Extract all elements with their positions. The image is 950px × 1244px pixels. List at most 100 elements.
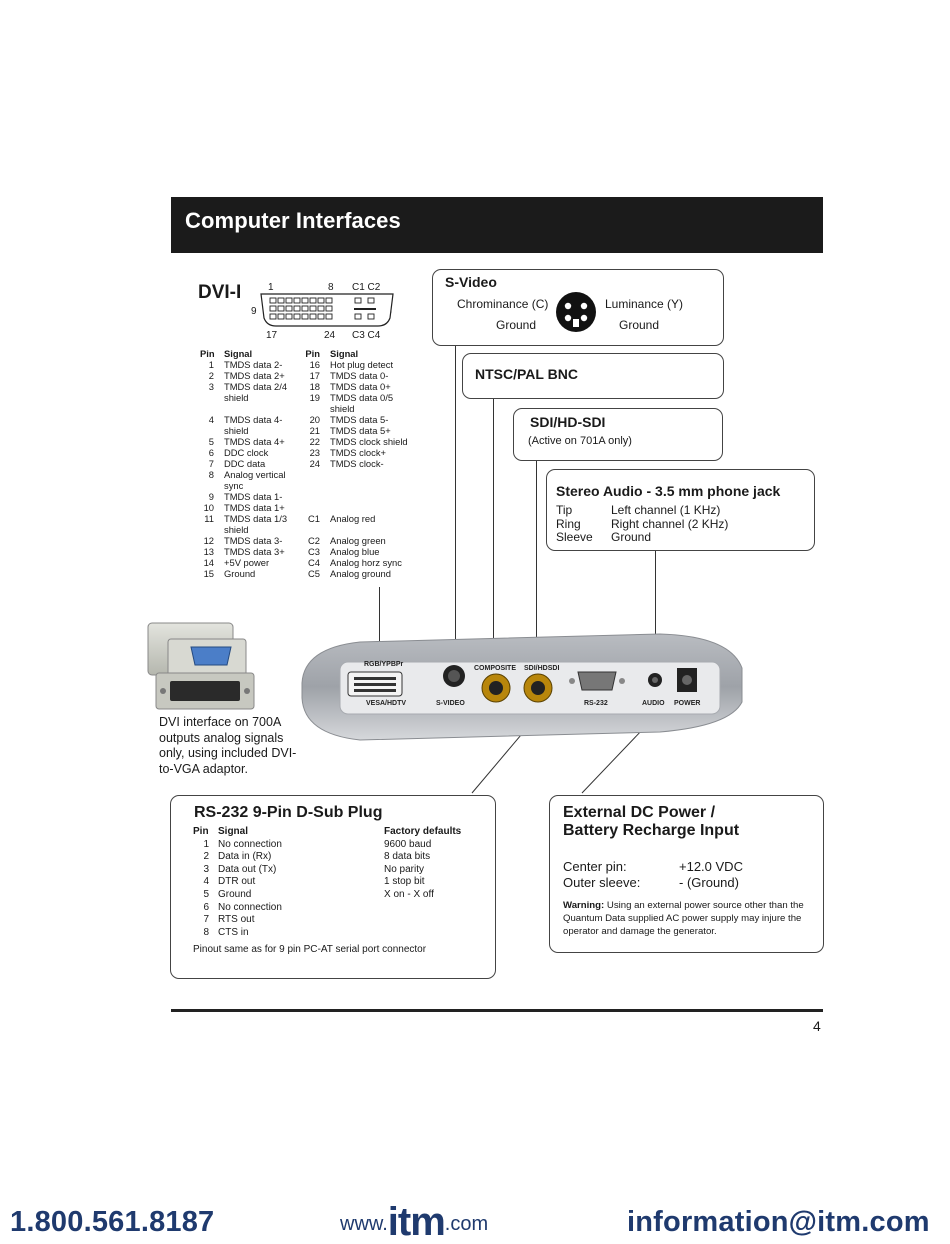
table-header: Pin	[193, 826, 209, 837]
table-cell: 5	[203, 888, 209, 900]
bnc-title: NTSC/PAL BNC	[475, 366, 578, 382]
dvi-pin-label: 17	[266, 330, 278, 341]
dvi-pin-label: 8	[328, 282, 334, 293]
footer-phone: 1.800.561.8187	[10, 1206, 215, 1238]
table-row: Center pin:+12.0 VDC	[563, 859, 743, 875]
table-cell: DDC data	[224, 458, 266, 469]
power-title: External DC Power / Battery Recharge Inp…	[563, 804, 739, 840]
leader-line-sdi	[536, 461, 537, 674]
footer-email[interactable]: information@itm.com	[627, 1206, 930, 1238]
table-cell: 4	[208, 414, 214, 425]
table-cell: TMDS data 1/3	[224, 513, 288, 524]
device-label-audio: AUDIO	[642, 700, 665, 707]
table-cell: Data in (Rx)	[218, 851, 272, 863]
rs232-title: RS-232 9-Pin D-Sub Plug	[194, 804, 383, 821]
bnc-box: NTSC/PAL BNC	[462, 353, 724, 399]
table-cell: shield	[224, 425, 249, 436]
table-cell: TMDS data 1+	[224, 502, 285, 513]
table-cell: 8	[208, 469, 214, 480]
power-spec-value: +12.0 VDC	[679, 859, 743, 874]
table-cell: TMDS data 3-	[224, 535, 283, 546]
device-label-vesa: VESA/HDTV	[366, 700, 407, 707]
table-header: Pin	[305, 348, 320, 359]
table-cell: 20	[309, 414, 320, 425]
table-cell	[320, 491, 330, 502]
table-cell: 2	[203, 851, 209, 863]
table-cell: 1	[208, 359, 214, 370]
table-row: shield	[200, 524, 408, 535]
table-cell: 24	[309, 458, 320, 469]
table-cell: DDC clock	[224, 447, 269, 458]
table-header: Factory defaults	[384, 826, 462, 837]
table-cell: 7	[203, 914, 209, 926]
table-cell: 21	[309, 425, 320, 436]
table-cell: Analog horz sync	[330, 557, 402, 568]
leader-line-bnc	[493, 399, 494, 674]
table-cell: shield	[330, 403, 355, 414]
table-row: Outer sleeve:- (Ground)	[563, 875, 743, 891]
device-label-rs232: RS-232	[584, 700, 608, 707]
table-cell: 18	[309, 381, 320, 392]
table-cell: Analog green	[330, 535, 386, 546]
itm-logo: itm	[387, 1200, 446, 1244]
power-title-line: External DC Power /	[563, 804, 716, 821]
svideo-ground-right: Ground	[619, 318, 660, 332]
warning-text: Using an external power source other tha…	[563, 900, 804, 937]
table-row: shield	[200, 403, 408, 414]
table-cell: 2	[208, 370, 214, 381]
table-cell: 19	[309, 392, 320, 403]
table-cell: X on - X off	[384, 888, 434, 900]
table-cell: DTR out	[218, 876, 256, 888]
table-cell: 15	[203, 568, 214, 579]
table-cell: shield	[224, 524, 249, 535]
table-cell: RTS out	[218, 914, 255, 926]
table-cell: Analog red	[330, 513, 376, 524]
table-cell: 9600 baud	[384, 838, 432, 850]
power-spec-label: Outer sleeve:	[563, 875, 641, 890]
sdi-note: (Active on 701A only)	[528, 435, 632, 447]
device-label-composite: COMPOSITE	[474, 665, 517, 672]
power-warning: Warning: Using an external power source …	[563, 900, 813, 938]
table-cell	[320, 469, 330, 491]
table-cell	[304, 491, 320, 502]
rs232-box: RS-232 9-Pin D-Sub Plug Pinout same as f…	[170, 795, 496, 979]
table-cell: No connection	[218, 901, 282, 913]
table-cell	[304, 469, 320, 491]
table-cell	[304, 524, 320, 535]
device-label-power: POWER	[674, 700, 701, 707]
adaptor-caption: DVI interface on 700A outputs analog sig…	[159, 715, 297, 776]
table-header: Pin	[200, 348, 215, 359]
footer-website[interactable]: www. itm .com	[340, 1200, 488, 1244]
device-label-svideo: S-VIDEO	[436, 700, 465, 707]
table-cell: TMDS data 0/5	[330, 392, 394, 403]
table-cell: TMDS data 2+	[224, 370, 285, 381]
table-cell: TMDS clock+	[330, 447, 386, 458]
table-cell	[200, 392, 214, 403]
table-cell	[200, 524, 214, 535]
table-cell: 8	[203, 926, 209, 938]
table-cell: 22	[309, 436, 320, 447]
svideo-luma-label: Luminance (Y)	[605, 297, 684, 311]
svideo-box: S-Video Chrominance (C) Luminance (Y) Gr…	[432, 269, 724, 346]
dvi-title: DVI-I	[198, 282, 242, 303]
footer-rule	[171, 1009, 823, 1012]
device-label-rgb: RGB/YPBPr	[364, 661, 404, 668]
table-cell: 3	[203, 863, 209, 875]
table-cell: 17	[309, 370, 320, 381]
table-row: 7 RTS out	[193, 914, 461, 927]
table-cell: Analog ground	[330, 568, 391, 579]
audio-desc: Left channel (1 KHz)	[611, 503, 721, 517]
